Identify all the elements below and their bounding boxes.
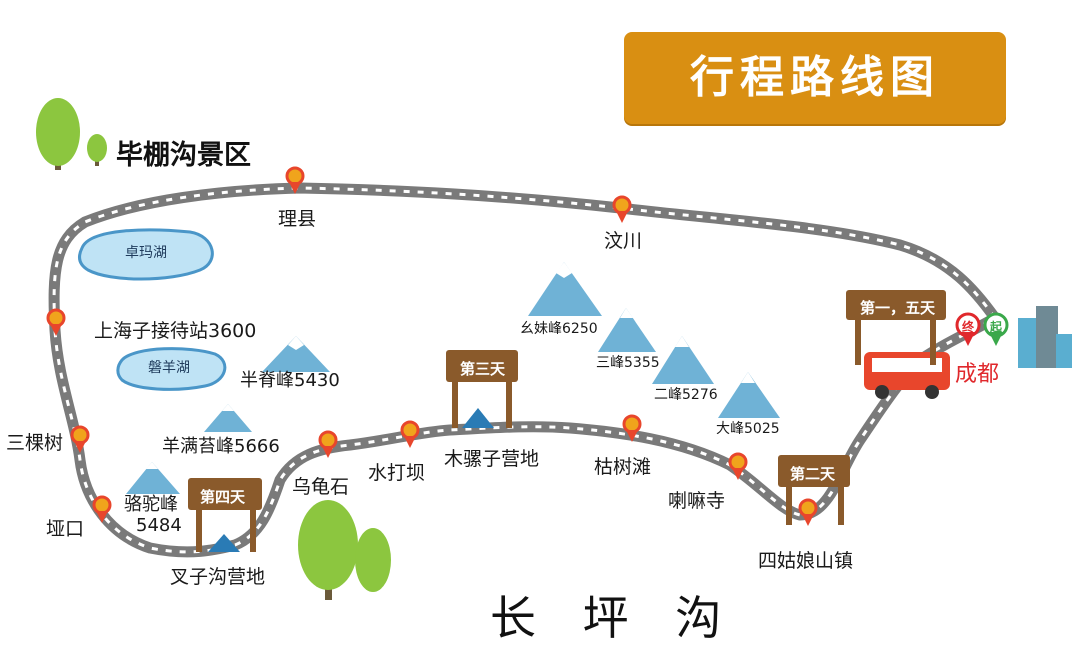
- lake-label: 磐羊湖: [148, 360, 190, 376]
- peak-label: 半脊峰5430: [240, 370, 340, 391]
- bus-icon: [864, 352, 950, 399]
- stop-label: 三棵树: [6, 432, 64, 454]
- stop-label: 枯树滩: [594, 456, 652, 478]
- tree-icon: [87, 134, 107, 166]
- day-sign-text: 第一，五天: [860, 299, 936, 317]
- river-label: 长 坪 沟: [490, 591, 738, 645]
- day-sign-text: 第二天: [790, 465, 836, 483]
- location-pin-icon: [46, 308, 66, 336]
- location-pin-icon: [285, 166, 305, 194]
- stop-label: 乌龟石: [292, 476, 350, 498]
- location-pin-icon: [92, 495, 112, 523]
- stop-label: 理县: [278, 208, 317, 230]
- page-title: 行程路线图: [690, 52, 940, 103]
- mountain-icon: [204, 404, 252, 432]
- panyang-lake: [116, 347, 227, 391]
- mountain-icon: [262, 336, 330, 372]
- stop-label-chengdu: 成都: [955, 362, 1000, 387]
- stop-label: 木骡子营地: [444, 448, 540, 470]
- peak-label: 骆驼峰: [124, 494, 178, 515]
- peak-label: 三峰5355: [596, 355, 660, 371]
- location-pin-icon: [622, 414, 642, 442]
- location-pin-icon: [612, 195, 632, 223]
- zhuoma-lake: [78, 228, 214, 281]
- peak-label: 二峰5276: [654, 387, 718, 403]
- day-sign-board: [778, 455, 850, 525]
- city-buildings-icon: [1018, 306, 1072, 368]
- lake-label: 卓玛湖: [125, 245, 167, 261]
- mountain-icon: [718, 372, 780, 418]
- day-sign-board: [846, 290, 946, 365]
- start-pin-label: 起: [990, 320, 1003, 334]
- stop-label: 叉子沟营地: [170, 566, 266, 588]
- tent-icon: [208, 534, 240, 552]
- stop-label: 上海子接待站3600: [94, 320, 257, 342]
- mountain-icon: [528, 262, 602, 316]
- stop-label: 喇嘛寺: [668, 490, 726, 512]
- location-pin-icon: [318, 430, 338, 458]
- peak-label: 5484: [136, 515, 182, 536]
- location-pin-icon: [798, 498, 818, 526]
- end-pin-label: 终: [962, 320, 975, 334]
- location-pin-icon: [400, 420, 420, 448]
- peak-label: 大峰5025: [716, 421, 780, 437]
- scenic-area-label: 毕棚沟景区: [116, 140, 251, 171]
- tree-icon: [355, 528, 391, 592]
- mountain-icon: [598, 308, 656, 352]
- tree-icon: [298, 500, 358, 600]
- title-banner: 行程路线图: [624, 32, 1006, 124]
- peak-label: 幺妹峰6250: [520, 321, 598, 337]
- stop-label: 四姑娘山镇: [758, 550, 854, 572]
- tent-icon: [462, 408, 494, 428]
- day-sign-board: [188, 478, 262, 552]
- mountain-icon: [126, 462, 180, 494]
- day-sign-text: 第四天: [200, 488, 246, 506]
- location-pin-icon: [70, 425, 90, 453]
- start-pin-icon: [983, 312, 1009, 346]
- day-sign-text: 第三天: [460, 360, 506, 378]
- stop-label: 垭口: [46, 518, 85, 540]
- location-pin-icon: [728, 452, 748, 480]
- mountain-icon: [652, 336, 714, 384]
- stop-label: 汶川: [604, 230, 643, 252]
- end-pin-icon: [955, 312, 981, 346]
- tree-icon: [36, 98, 80, 170]
- day-sign-board: [446, 350, 518, 428]
- stop-label: 水打坝: [368, 462, 426, 484]
- peak-label: 羊满苔峰5666: [162, 436, 280, 457]
